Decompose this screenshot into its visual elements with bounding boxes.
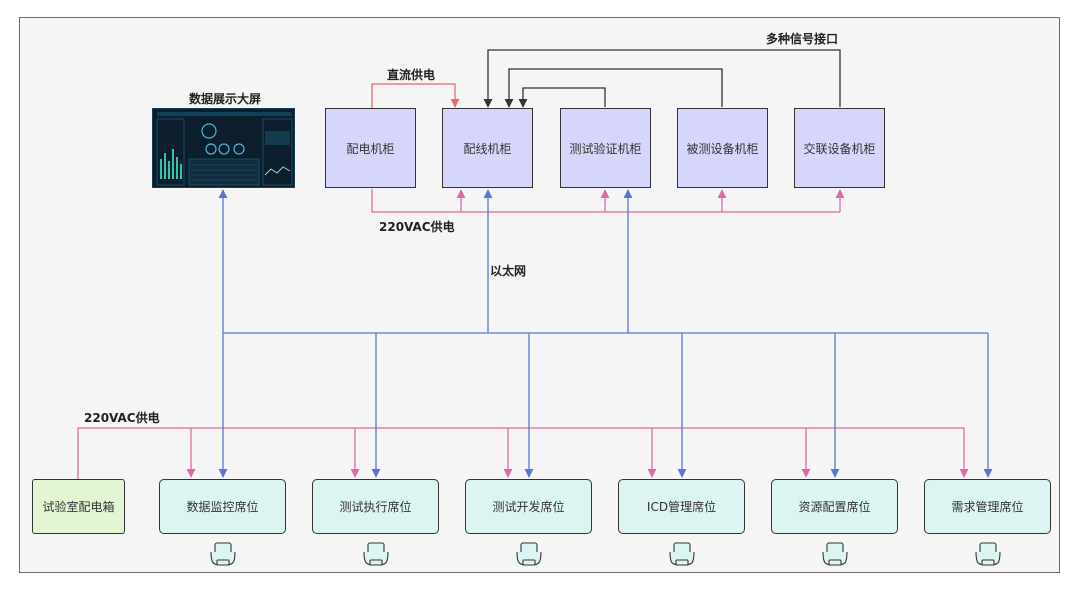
seat-data-monitor[interactable]: 数据监控席位	[159, 479, 286, 534]
computer-monitor-icon	[363, 542, 389, 566]
signal-interface-lines	[483, 49, 841, 108]
seat-resource-config[interactable]: 资源配置席位	[771, 479, 898, 534]
dashboard-screen-thumbnail	[152, 108, 295, 188]
seat-test-development[interactable]: 测试开发席位	[465, 479, 592, 534]
ac-power-seat-label: 220VAC供电	[84, 411, 160, 425]
lab-distribution-box[interactable]: 试验室配电箱	[32, 479, 125, 534]
cabinet-interlink-equipment[interactable]: 交联设备机柜	[794, 108, 885, 188]
ethernet-label: 以太网	[490, 264, 527, 278]
cabinet-test-verification[interactable]: 测试验证机柜	[560, 108, 651, 188]
ac-power-seat-lines	[77, 427, 969, 479]
computer-monitor-icon	[516, 542, 542, 566]
cabinet-power-distribution[interactable]: 配电机柜	[325, 108, 416, 188]
ac-power-cabinet-lines	[371, 189, 845, 213]
computer-monitor-icon	[822, 542, 848, 566]
seat-icd-management[interactable]: ICD管理席位	[618, 479, 745, 534]
ethernet-lines	[218, 189, 993, 478]
dc-power-label: 直流供电	[387, 68, 436, 82]
cabinet-wiring[interactable]: 配线机柜	[442, 108, 533, 188]
dc-power-line	[371, 83, 460, 108]
cabinet-device-under-test[interactable]: 被测设备机柜	[677, 108, 768, 188]
seat-test-execution[interactable]: 测试执行席位	[312, 479, 439, 534]
computer-monitor-icon	[669, 542, 695, 566]
screen-title-label: 数据展示大屏	[189, 92, 262, 106]
seat-requirement-management[interactable]: 需求管理席位	[924, 479, 1051, 534]
ac-power-cabinet-label: 220VAC供电	[379, 220, 455, 234]
computer-monitor-icon	[210, 542, 236, 566]
computer-monitor-icon	[975, 542, 1001, 566]
multi-signal-label: 多种信号接口	[766, 32, 839, 46]
